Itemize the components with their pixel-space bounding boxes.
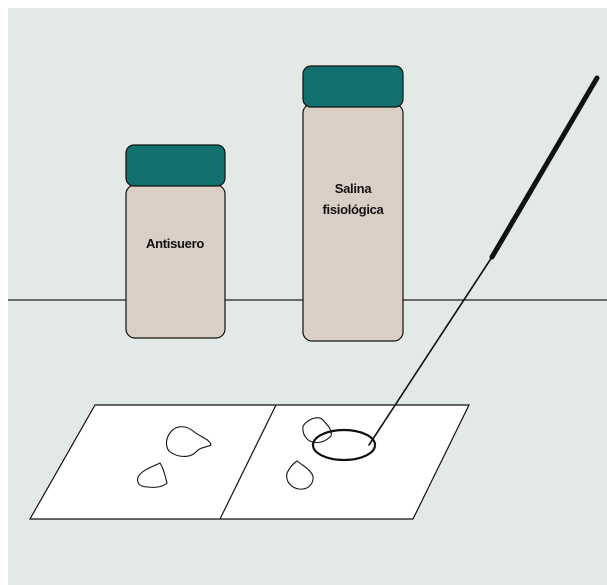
antiserum-bottle-body — [126, 185, 225, 338]
saline-bottle-cap — [303, 66, 403, 107]
saline-bottle-label-line1: Salina — [335, 181, 373, 196]
glass-slide — [30, 405, 469, 519]
saline-bottle: Salina fisiológica — [303, 66, 403, 341]
slide-outline — [30, 405, 469, 519]
antiserum-bottle-cap — [126, 145, 225, 186]
antiserum-bottle-label: Antisuero — [146, 236, 204, 251]
saline-bottle-body — [303, 104, 403, 341]
loop-handle — [492, 78, 597, 257]
antiserum-bottle: Antisuero — [126, 145, 225, 338]
saline-bottle-label-line2: fisiológica — [323, 202, 385, 217]
